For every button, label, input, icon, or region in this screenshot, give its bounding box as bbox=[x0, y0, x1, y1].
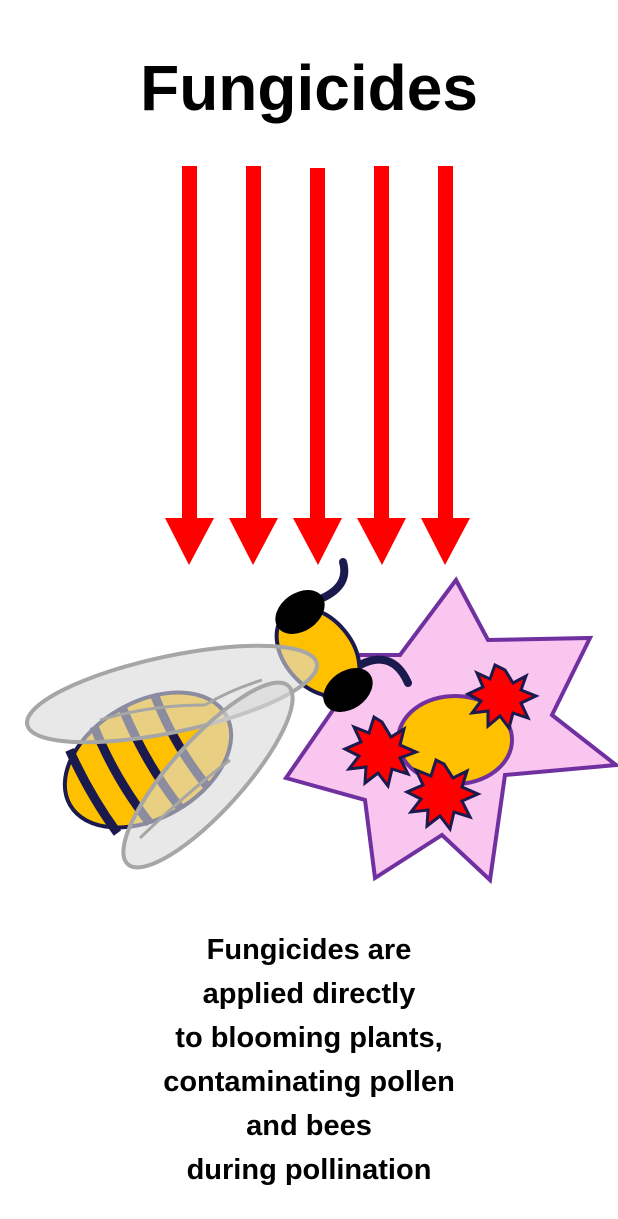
arrow-down-icon bbox=[229, 166, 278, 565]
arrow-down-icon bbox=[357, 166, 406, 565]
arrow-down-icon bbox=[293, 168, 342, 565]
arrow-down-icon bbox=[165, 166, 214, 565]
caption-line: and bees bbox=[0, 1104, 618, 1148]
caption-line: contaminating pollen bbox=[0, 1060, 618, 1104]
caption-line: applied directly bbox=[0, 972, 618, 1016]
caption: Fungicides are applied directly to bloom… bbox=[0, 928, 618, 1192]
arrow-down-icon bbox=[421, 166, 470, 565]
caption-line: during pollination bbox=[0, 1148, 618, 1192]
spray-arrows bbox=[165, 166, 470, 565]
caption-line: to blooming plants, bbox=[0, 1016, 618, 1060]
bee-antenna bbox=[318, 562, 344, 600]
illustration bbox=[0, 0, 618, 920]
caption-line: Fungicides are bbox=[0, 928, 618, 972]
